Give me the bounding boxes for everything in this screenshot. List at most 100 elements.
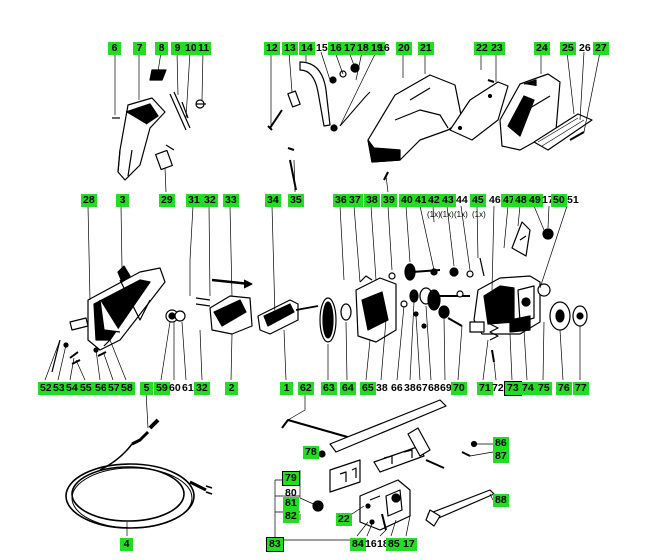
callout-41: 41 xyxy=(413,194,429,207)
callout-26: 26 xyxy=(579,42,591,54)
callout-88: 88 xyxy=(493,494,509,507)
callout-66: 66 xyxy=(391,382,403,394)
callout-17-bottom: 17 xyxy=(401,538,417,551)
quantity-note-1: (1x) xyxy=(427,210,441,219)
lever-part xyxy=(425,440,495,527)
gear-part xyxy=(319,297,352,343)
power-cord-part xyxy=(65,418,213,529)
callout-71: 71 xyxy=(477,382,493,395)
callout-43: 43 xyxy=(440,194,456,207)
callout-10: 10 xyxy=(183,42,199,55)
gear-housing-part xyxy=(469,275,541,335)
callout-32-mid: 32 xyxy=(194,382,210,395)
callout-5: 5 xyxy=(140,382,153,395)
callout-59: 59 xyxy=(154,382,170,395)
callout-78: 78 xyxy=(303,446,319,459)
callout-36: 36 xyxy=(333,194,349,207)
callout-85: 85 xyxy=(386,538,402,551)
motor-housing-cover-part xyxy=(499,73,561,151)
callout-82: 82 xyxy=(283,510,299,523)
callout-86: 86 xyxy=(493,437,509,450)
callout-17-top: 17 xyxy=(342,42,358,55)
callout-60: 60 xyxy=(169,382,181,394)
bearing-parts xyxy=(165,309,186,323)
quantity-note-4: (1x) xyxy=(472,210,486,219)
field-coil-part xyxy=(195,278,253,335)
callout-23: 23 xyxy=(489,42,505,55)
callout-17-mid: 17 xyxy=(542,194,554,206)
callout-25: 25 xyxy=(560,42,576,55)
callout-15: 15 xyxy=(316,42,328,54)
armature-part xyxy=(257,299,319,335)
callout-45: 45 xyxy=(470,194,486,207)
callout-16-top: 16 xyxy=(328,42,344,55)
callout-58: 58 xyxy=(119,382,135,395)
callout-22-top: 22 xyxy=(474,42,490,55)
callout-50: 50 xyxy=(551,194,567,207)
callout-6: 6 xyxy=(108,42,121,55)
callout-70: 70 xyxy=(451,382,467,395)
callout-32-top: 32 xyxy=(202,194,218,207)
callout-54: 54 xyxy=(64,382,80,395)
callout-64: 64 xyxy=(340,382,356,395)
callout-24: 24 xyxy=(534,42,550,55)
callout-38-top: 38 xyxy=(364,194,380,207)
callout-lines-mid-left xyxy=(44,205,127,381)
blade-cover-part xyxy=(449,79,509,141)
blade-guard-part xyxy=(367,74,463,181)
callout-2: 2 xyxy=(225,382,238,395)
callout-7: 7 xyxy=(133,42,146,55)
callout-20: 20 xyxy=(396,42,412,55)
callout-38-low: 38 xyxy=(404,382,416,394)
callout-21: 21 xyxy=(418,42,434,55)
rail-strip-part xyxy=(533,113,593,151)
handle-bracket-part xyxy=(112,69,206,181)
callout-37: 37 xyxy=(347,194,363,207)
callout-46: 46 xyxy=(489,194,501,206)
callout-4: 4 xyxy=(120,538,133,551)
callout-76: 76 xyxy=(556,382,572,395)
callout-33: 33 xyxy=(223,194,239,207)
callout-lines-top-right xyxy=(385,51,601,193)
quantity-note-2: (1x) xyxy=(440,210,454,219)
callout-18-top: 18 xyxy=(355,42,371,55)
gearbox-cover-part xyxy=(355,272,397,343)
callout-49: 49 xyxy=(527,194,543,207)
callout-9: 9 xyxy=(171,42,184,55)
callout-75: 75 xyxy=(536,382,552,395)
callout-lines-top-center xyxy=(270,51,377,193)
callout-42: 42 xyxy=(426,194,442,207)
callout-72: 72 xyxy=(492,382,504,394)
spring-part xyxy=(489,323,499,363)
callout-62: 62 xyxy=(298,382,314,395)
guide-rail-part xyxy=(329,399,447,493)
callout-68: 68 xyxy=(428,382,440,394)
callout-67: 67 xyxy=(416,382,428,394)
callout-12: 12 xyxy=(264,42,280,55)
flange-parts xyxy=(549,301,588,331)
callout-3: 3 xyxy=(116,194,129,207)
callout-31: 31 xyxy=(186,194,202,207)
callout-74: 74 xyxy=(520,382,536,395)
callout-8: 8 xyxy=(155,42,168,55)
callout-14: 14 xyxy=(299,42,315,55)
callout-84: 84 xyxy=(350,538,366,551)
callout-61: 61 xyxy=(182,382,194,394)
callout-lines-bottom-left xyxy=(126,391,149,536)
callout-65: 65 xyxy=(360,382,376,395)
callout-81: 81 xyxy=(283,497,299,510)
callout-38-mid: 38 xyxy=(376,382,388,394)
callout-63: 63 xyxy=(321,382,337,395)
callout-73: 73 xyxy=(504,381,522,396)
callout-87: 87 xyxy=(493,450,509,463)
callout-80: 80 xyxy=(285,487,297,499)
callout-39: 39 xyxy=(381,194,397,207)
callout-11: 11 xyxy=(196,42,212,55)
callout-34: 34 xyxy=(265,194,281,207)
callout-57: 57 xyxy=(106,382,122,395)
callout-29: 29 xyxy=(159,194,175,207)
callout-48: 48 xyxy=(513,194,529,207)
depth-scale-part xyxy=(511,221,554,297)
